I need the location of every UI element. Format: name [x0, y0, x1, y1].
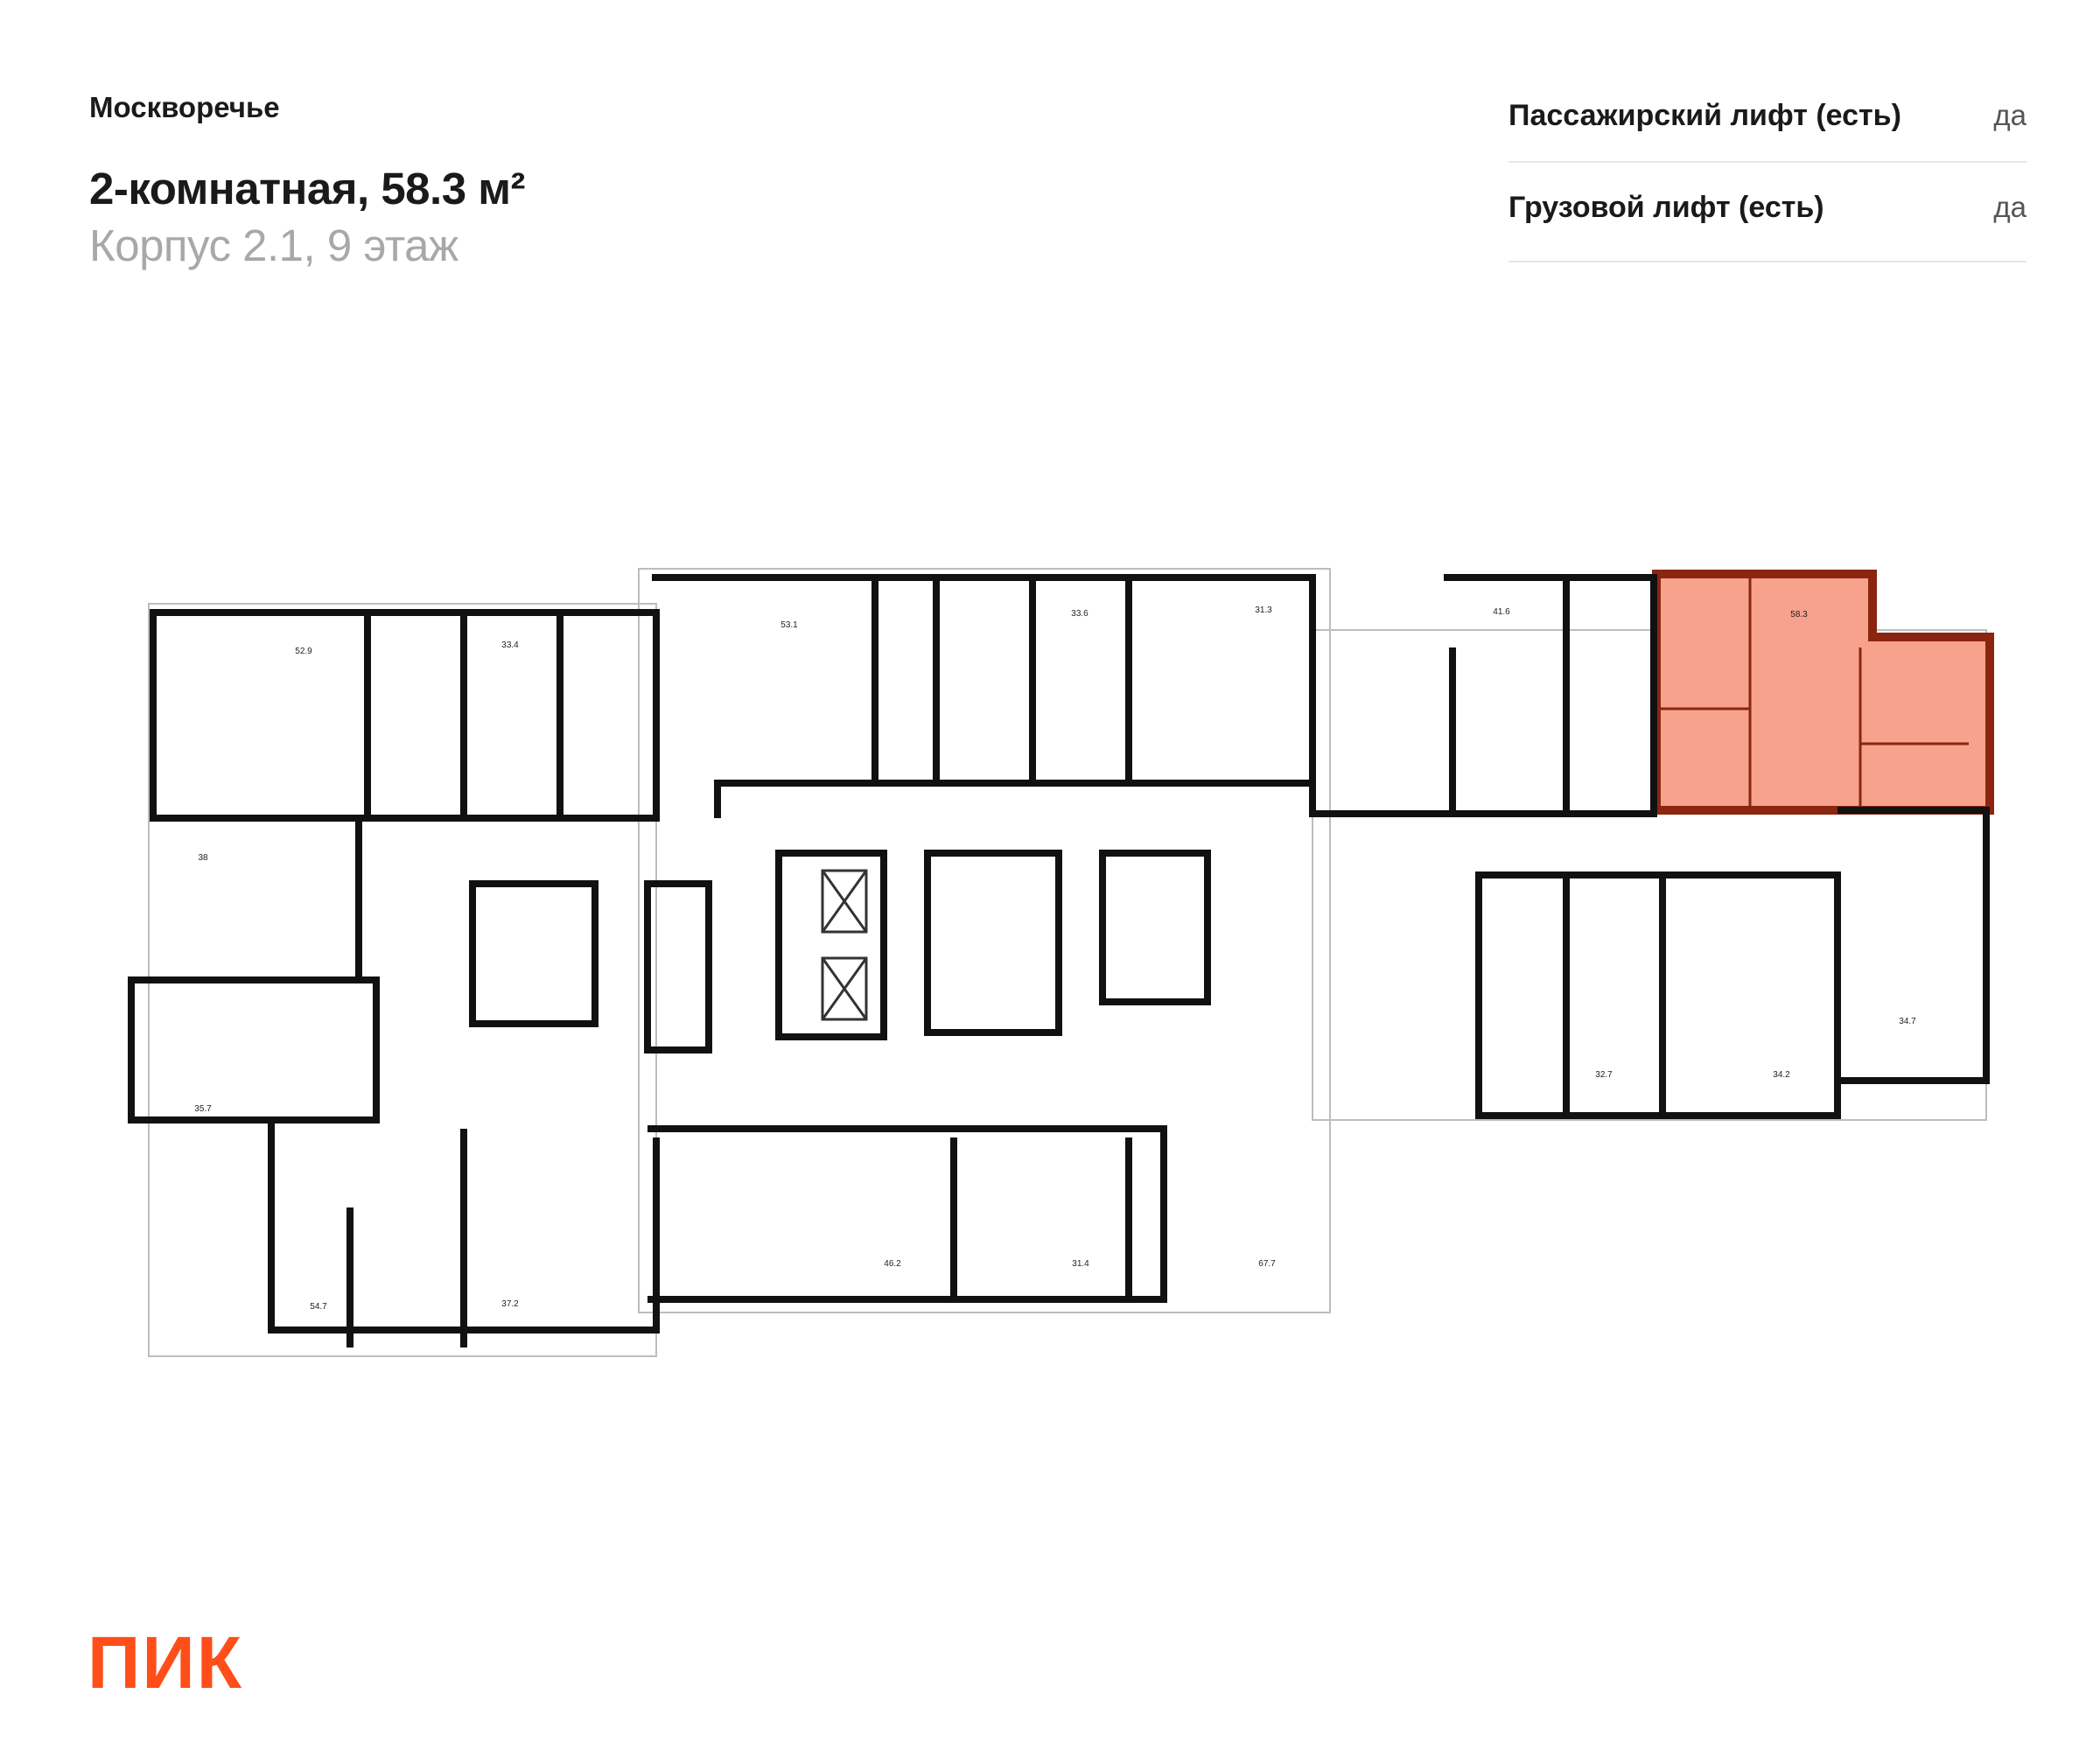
area-label: 34.2 [1773, 1070, 1790, 1080]
area-label: 54.7 [310, 1302, 327, 1312]
feature-value: да [1993, 99, 2026, 131]
area-label: 37.2 [501, 1299, 519, 1309]
area-label: 41.6 [1493, 607, 1510, 617]
selected-apartment[interactable] [1652, 570, 1994, 815]
area-label: 46.2 [884, 1259, 901, 1269]
area-label: 34.7 [1899, 1017, 1916, 1026]
area-label: 32.7 [1595, 1070, 1613, 1080]
selected-apartment-fill [1652, 570, 1994, 815]
floor-plan: 52.9 33.4 53.1 33.6 31.3 41.6 58.3 38 35… [128, 568, 1994, 1357]
area-label: 38 [198, 853, 208, 863]
feature-value: да [1993, 191, 2026, 223]
project-name: Москворечье [89, 91, 280, 123]
header: Москворечье 2-комнатная, 58.3 м² Корпус … [89, 91, 525, 271]
features-list: Пассажирский лифт (есть) да Грузовой лиф… [1508, 79, 2026, 262]
feature-passenger-lift: Пассажирский лифт (есть) да [1508, 79, 2026, 163]
area-label: 31.4 [1072, 1259, 1089, 1269]
feature-freight-lift: Грузовой лифт (есть) да [1508, 163, 2026, 262]
apartment-subtitle: Корпус 2.1, 9 этаж [89, 220, 458, 270]
area-label: 33.6 [1071, 609, 1088, 619]
elevator-shafts [821, 869, 868, 1021]
area-label: 53.1 [780, 620, 798, 630]
walls [128, 574, 1990, 1348]
area-label: 33.4 [501, 640, 519, 650]
feature-name: Грузовой лифт (есть) [1508, 190, 1824, 224]
apartment-title: 2-комнатная, 58.3 м² [89, 164, 525, 214]
pik-logo[interactable]: ПИК [88, 1621, 244, 1704]
area-labels: 52.9 33.4 53.1 33.6 31.3 41.6 58.3 38 35… [194, 606, 1916, 1312]
area-label: 67.7 [1258, 1259, 1276, 1269]
area-label: 31.3 [1255, 606, 1272, 615]
area-label: 58.3 [1790, 610, 1808, 620]
area-label: 52.9 [295, 647, 312, 656]
area-label: 35.7 [194, 1104, 212, 1114]
feature-name: Пассажирский лифт (есть) [1508, 98, 1901, 132]
